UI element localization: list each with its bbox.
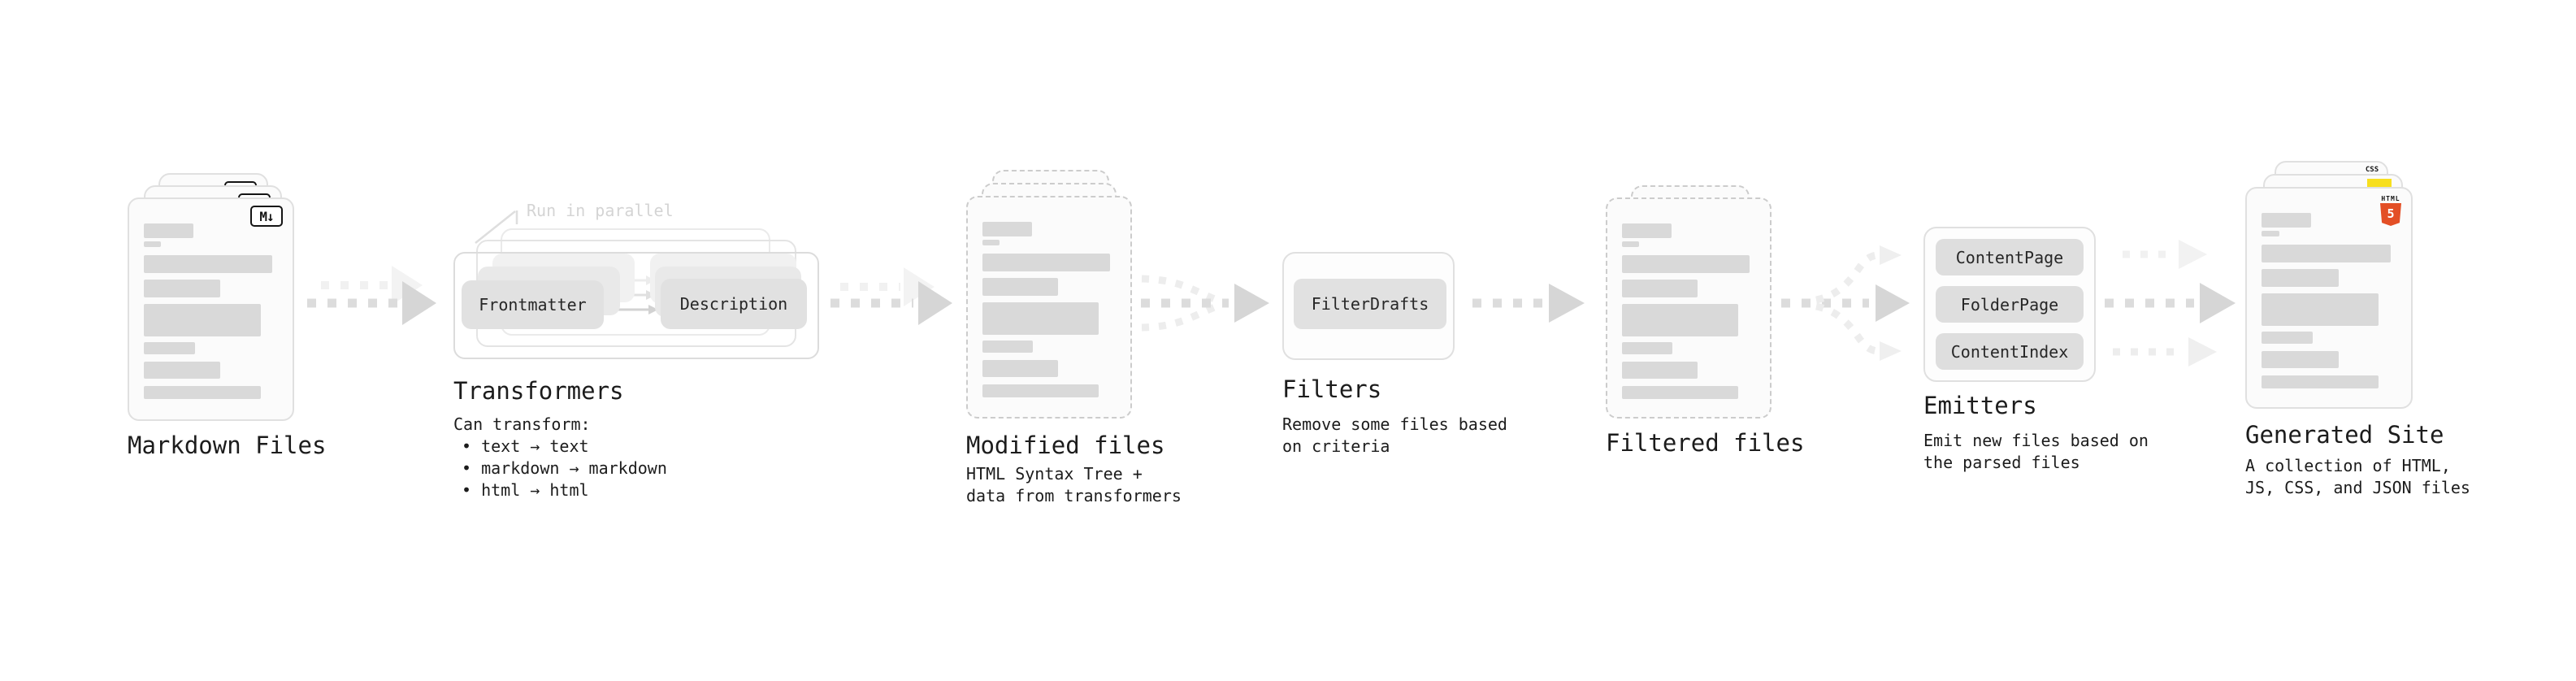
document-text-bar bbox=[982, 240, 1000, 245]
document-text-bar bbox=[1622, 255, 1750, 273]
bullet-item: • text → text bbox=[462, 436, 589, 456]
arrow-markdown-to-transformers bbox=[307, 266, 436, 325]
arrow-filtered-to-emitters bbox=[1781, 245, 1910, 361]
stage-label-filtered-files: Filtered files bbox=[1606, 429, 1805, 457]
document-text-bar bbox=[982, 302, 1099, 335]
contentpage-pill: ContentPage bbox=[1936, 239, 2084, 275]
document-text-bar bbox=[1622, 304, 1738, 336]
document-text-bar bbox=[144, 223, 194, 238]
run-in-parallel-leader-line bbox=[475, 210, 518, 244]
folderpage-pill: FolderPage bbox=[1936, 286, 2084, 323]
document-text-bar bbox=[982, 340, 1034, 353]
html5-icon-label: HTML bbox=[2381, 195, 2400, 202]
transformers-desc-heading: Can transform: bbox=[453, 414, 591, 434]
description-pill: Description bbox=[661, 279, 807, 329]
stage-label-markdown-files: Markdown Files bbox=[128, 432, 327, 459]
document-text-bar bbox=[982, 254, 1111, 271]
document-text-bar bbox=[1622, 362, 1698, 379]
html5-shield: 5 bbox=[2380, 203, 2401, 226]
bullet-item: • markdown → markdown bbox=[462, 458, 667, 478]
document-text-bar bbox=[144, 342, 195, 354]
document-text-bar bbox=[2262, 293, 2379, 326]
document-text-bar bbox=[2262, 213, 2312, 228]
document-text-bar bbox=[144, 386, 261, 399]
document-text-bar bbox=[982, 278, 1059, 296]
stage-label-generated-site: Generated Site bbox=[2245, 421, 2444, 449]
frontmatter-pill: Frontmatter bbox=[462, 280, 604, 329]
stage-label-modified-files: Modified files bbox=[966, 432, 1165, 459]
document-text-bar bbox=[1622, 386, 1738, 399]
emitters-desc: Emit new files based on the parsed files bbox=[1923, 431, 2149, 472]
document-text-bar bbox=[1622, 342, 1673, 354]
document-text-bar bbox=[2262, 231, 2279, 236]
filterdrafts-pill: FilterDrafts bbox=[1294, 279, 1446, 329]
arrow-emitters-to-generated bbox=[2105, 240, 2236, 367]
modified-file-card-front bbox=[966, 196, 1132, 419]
markdown-icon-label: M↓ bbox=[259, 208, 274, 224]
arrow-filters-to-filtered bbox=[1472, 284, 1585, 323]
document-text-bar bbox=[982, 384, 1099, 397]
emitters-card: ContentPage FolderPage ContentIndex bbox=[1923, 227, 2096, 382]
arrow-modified-to-filters bbox=[1141, 275, 1269, 332]
bullet-item: • html → html bbox=[462, 480, 589, 500]
document-text-bar bbox=[144, 304, 261, 336]
document-text-bar bbox=[1622, 280, 1698, 297]
document-text-bar bbox=[982, 222, 1032, 236]
run-in-parallel-annotation: Run in parallel bbox=[527, 201, 674, 220]
transformer-card-front bbox=[453, 252, 819, 359]
transformers-bullet-list: • text → text • markdown → markdown • ht… bbox=[462, 436, 667, 501]
document-text-bar bbox=[2262, 269, 2339, 287]
modified-files-desc: HTML Syntax Tree + data from transformer… bbox=[966, 464, 1182, 505]
document-text-bar bbox=[1622, 241, 1640, 247]
document-text-bar bbox=[144, 241, 162, 247]
document-text-bar bbox=[982, 360, 1059, 377]
contentindex-pill: ContentIndex bbox=[1936, 333, 2084, 370]
generated-site-desc: A collection of HTML, JS, CSS, and JSON … bbox=[2245, 456, 2470, 497]
document-text-bar bbox=[144, 280, 221, 297]
html5-icon: HTML 5 bbox=[2380, 195, 2401, 226]
generated-file-card-front: HTML 5 bbox=[2245, 187, 2413, 409]
filtered-file-card-front bbox=[1606, 197, 1772, 419]
stage-label-emitters: Emitters bbox=[1923, 392, 2037, 419]
document-text-bar bbox=[144, 362, 221, 379]
document-text-bar bbox=[144, 255, 273, 273]
css-icon-label: CSS bbox=[2365, 166, 2379, 174]
document-text-bar bbox=[2262, 351, 2339, 368]
stage-label-transformers: Transformers bbox=[453, 377, 624, 405]
document-text-bar bbox=[1622, 223, 1672, 238]
filters-desc: Remove some files based on criteria bbox=[1282, 414, 1507, 456]
markdown-icon: M↓ bbox=[250, 206, 283, 227]
filters-card: FilterDrafts bbox=[1282, 252, 1455, 360]
arrow-transformers-to-modified bbox=[830, 267, 952, 325]
document-text-bar bbox=[2262, 245, 2392, 262]
document-text-bar bbox=[2262, 332, 2314, 344]
stage-label-filters: Filters bbox=[1282, 375, 1382, 403]
markdown-file-card-front: M↓ bbox=[128, 197, 294, 421]
document-text-bar bbox=[2262, 375, 2379, 388]
